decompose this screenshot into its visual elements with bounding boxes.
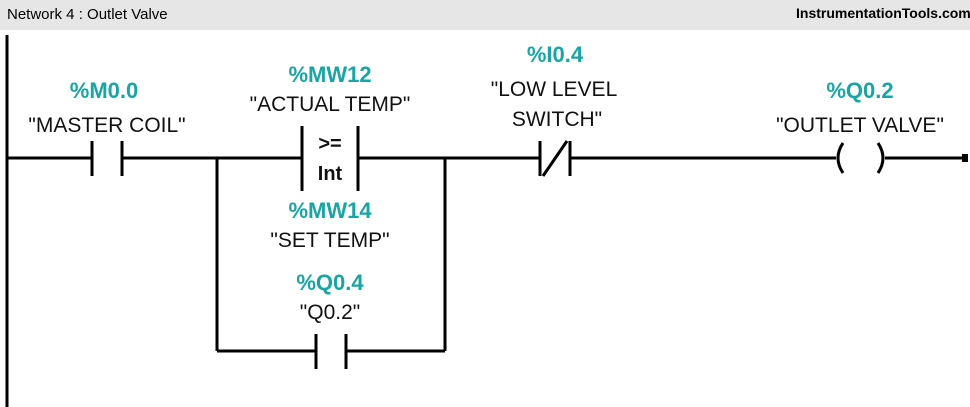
outlet-valve-address: %Q0.2 <box>826 78 894 103</box>
master-coil-symbol: "MASTER COIL" <box>28 114 186 137</box>
outlet-valve-coil[interactable] <box>836 142 885 174</box>
seal-in-symbol: "Q0.2" <box>299 301 361 324</box>
seal-in-address: %Q0.4 <box>296 270 364 295</box>
compare-in2-address: %MW14 <box>288 198 372 223</box>
watermark: InstrumentationTools.com <box>796 5 970 21</box>
seal-in-contact[interactable] <box>314 334 348 369</box>
low-level-switch-symbol-line1: "LOW LEVEL <box>490 78 618 101</box>
compare-instruction[interactable] <box>300 126 360 191</box>
compare-operator: >= <box>318 133 342 155</box>
right-rail-terminal <box>962 154 968 162</box>
compare-in1-address: %MW12 <box>288 62 372 87</box>
low-level-switch-symbol-line2: SWITCH" <box>511 108 603 131</box>
compare-in2-symbol: "SET TEMP" <box>270 229 390 252</box>
compare-in1-symbol: "ACTUAL TEMP" <box>249 93 411 116</box>
master-coil-address: %M0.0 <box>69 78 139 103</box>
network-header <box>0 0 970 30</box>
compare-datatype: Int <box>317 163 343 185</box>
low-level-switch-address: %I0.4 <box>526 42 584 67</box>
outlet-valve-symbol: "OUTLET VALVE" <box>776 114 944 137</box>
master-coil-contact[interactable] <box>90 141 124 176</box>
network-title: Network 4 : Outlet Valve <box>7 6 168 23</box>
low-level-switch-contact[interactable] <box>538 140 572 177</box>
